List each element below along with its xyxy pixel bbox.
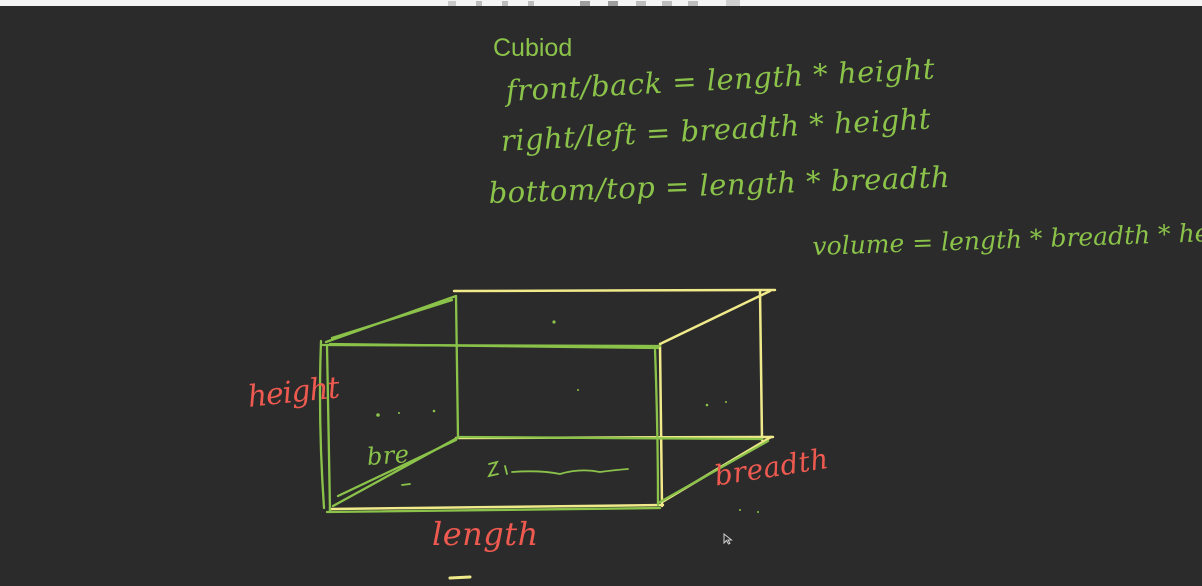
top-right-depth-edge [658, 289, 772, 346]
page-title: Cubiod [493, 34, 573, 62]
tool-icon[interactable] [636, 1, 646, 6]
front-top-retrace [328, 342, 660, 350]
bottom-right-retrace [658, 439, 770, 504]
stray-dots [376, 320, 759, 513]
tool-icon[interactable] [502, 1, 508, 6]
front-bottom-retrace [325, 506, 662, 514]
floor-scribbles [401, 460, 629, 486]
bottom-left-depth-retrace [336, 438, 458, 498]
back-top-edge [452, 288, 777, 293]
front-left-edge [325, 343, 332, 513]
back-right-edge [758, 289, 764, 442]
tool-icon[interactable] [688, 1, 698, 6]
back-left-edge [454, 294, 460, 440]
front-left-retrace [318, 339, 326, 510]
front-bottom-edge [328, 503, 665, 511]
front-right-retrace [653, 348, 660, 507]
window-top-bar [0, 0, 1202, 6]
tool-icon[interactable] [662, 1, 672, 6]
mouse-pointer-icon [723, 533, 733, 545]
toolbar-icons [448, 0, 740, 6]
tool-icon[interactable] [580, 1, 590, 6]
tool-icon[interactable] [476, 1, 482, 6]
front-right-edge [658, 343, 664, 508]
label-inner-breadth: bre [366, 440, 411, 471]
top-left-depth-retrace [330, 298, 454, 340]
length-underline-mark [448, 575, 472, 580]
back-bottom-retrace [456, 435, 764, 441]
cuboid-green-edges [318, 294, 770, 514]
cuboid-back-edges [328, 288, 777, 511]
tool-icon[interactable] [448, 1, 456, 6]
label-length: length [432, 515, 539, 553]
tool-icon[interactable] [528, 1, 534, 6]
tool-icon[interactable] [726, 0, 740, 6]
tool-icon[interactable] [608, 1, 618, 6]
